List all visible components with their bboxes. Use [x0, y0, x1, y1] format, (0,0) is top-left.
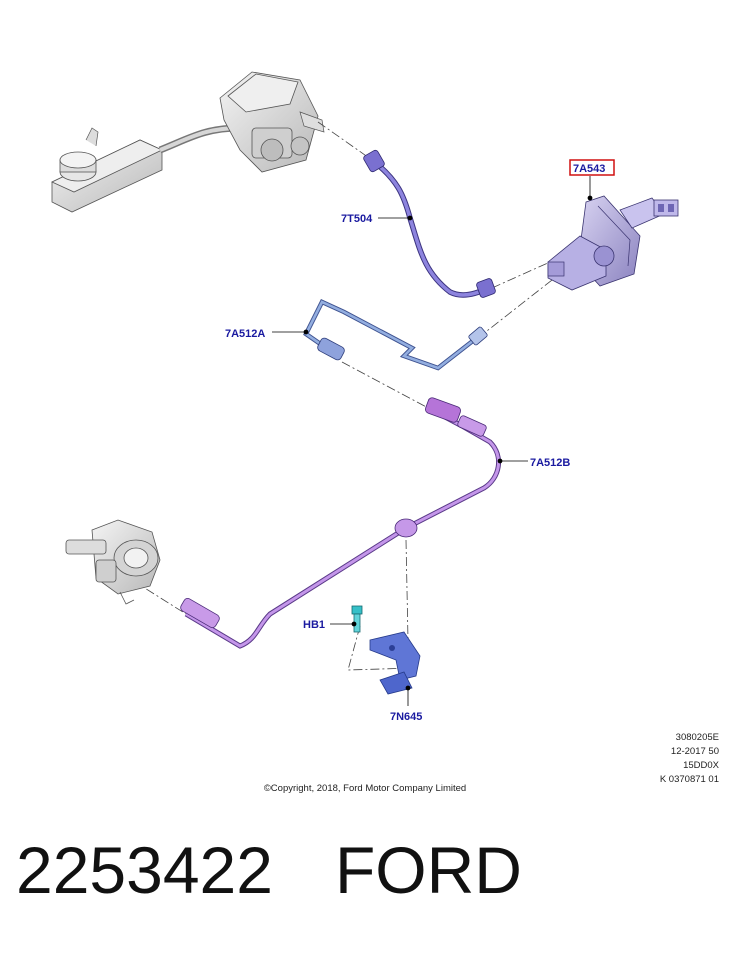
bolt-HB1[interactable] — [351, 605, 363, 633]
master-cylinder-7A543[interactable] — [547, 195, 679, 291]
pipe-7A512B[interactable] — [179, 397, 501, 649]
copyright-text: ©Copyright, 2018, Ford Motor Company Lim… — [264, 783, 466, 794]
slave-cylinder — [65, 519, 161, 605]
label-7N645: 7N645 — [390, 711, 422, 723]
hose-7T504[interactable] — [363, 149, 497, 298]
label-7T504: 7T504 — [341, 213, 373, 225]
footer-brand: FORD — [334, 833, 522, 907]
label-HB1: HB1 — [303, 619, 325, 631]
leader-lines — [272, 176, 593, 706]
label-7A543: 7A543 — [573, 163, 605, 175]
label-7A512A: 7A512A — [225, 328, 265, 340]
meta-line-2: 12-2017 50 — [671, 746, 719, 757]
footer-caption: 2253422 FORD — [16, 832, 522, 908]
reservoir-assembly — [51, 71, 325, 213]
highlight-box — [569, 159, 615, 176]
meta-line-1: 3080205E — [676, 732, 719, 743]
bracket-7N645[interactable] — [369, 631, 421, 695]
pipe-7A512A[interactable] — [303, 299, 488, 371]
footer-part-number: 2253422 — [16, 833, 273, 907]
meta-line-3: 15DD0X — [683, 760, 720, 771]
label-7A512B: 7A512B — [530, 457, 570, 469]
meta-line-4: K 0370871 01 — [660, 774, 719, 785]
alignment-lines — [131, 121, 553, 671]
